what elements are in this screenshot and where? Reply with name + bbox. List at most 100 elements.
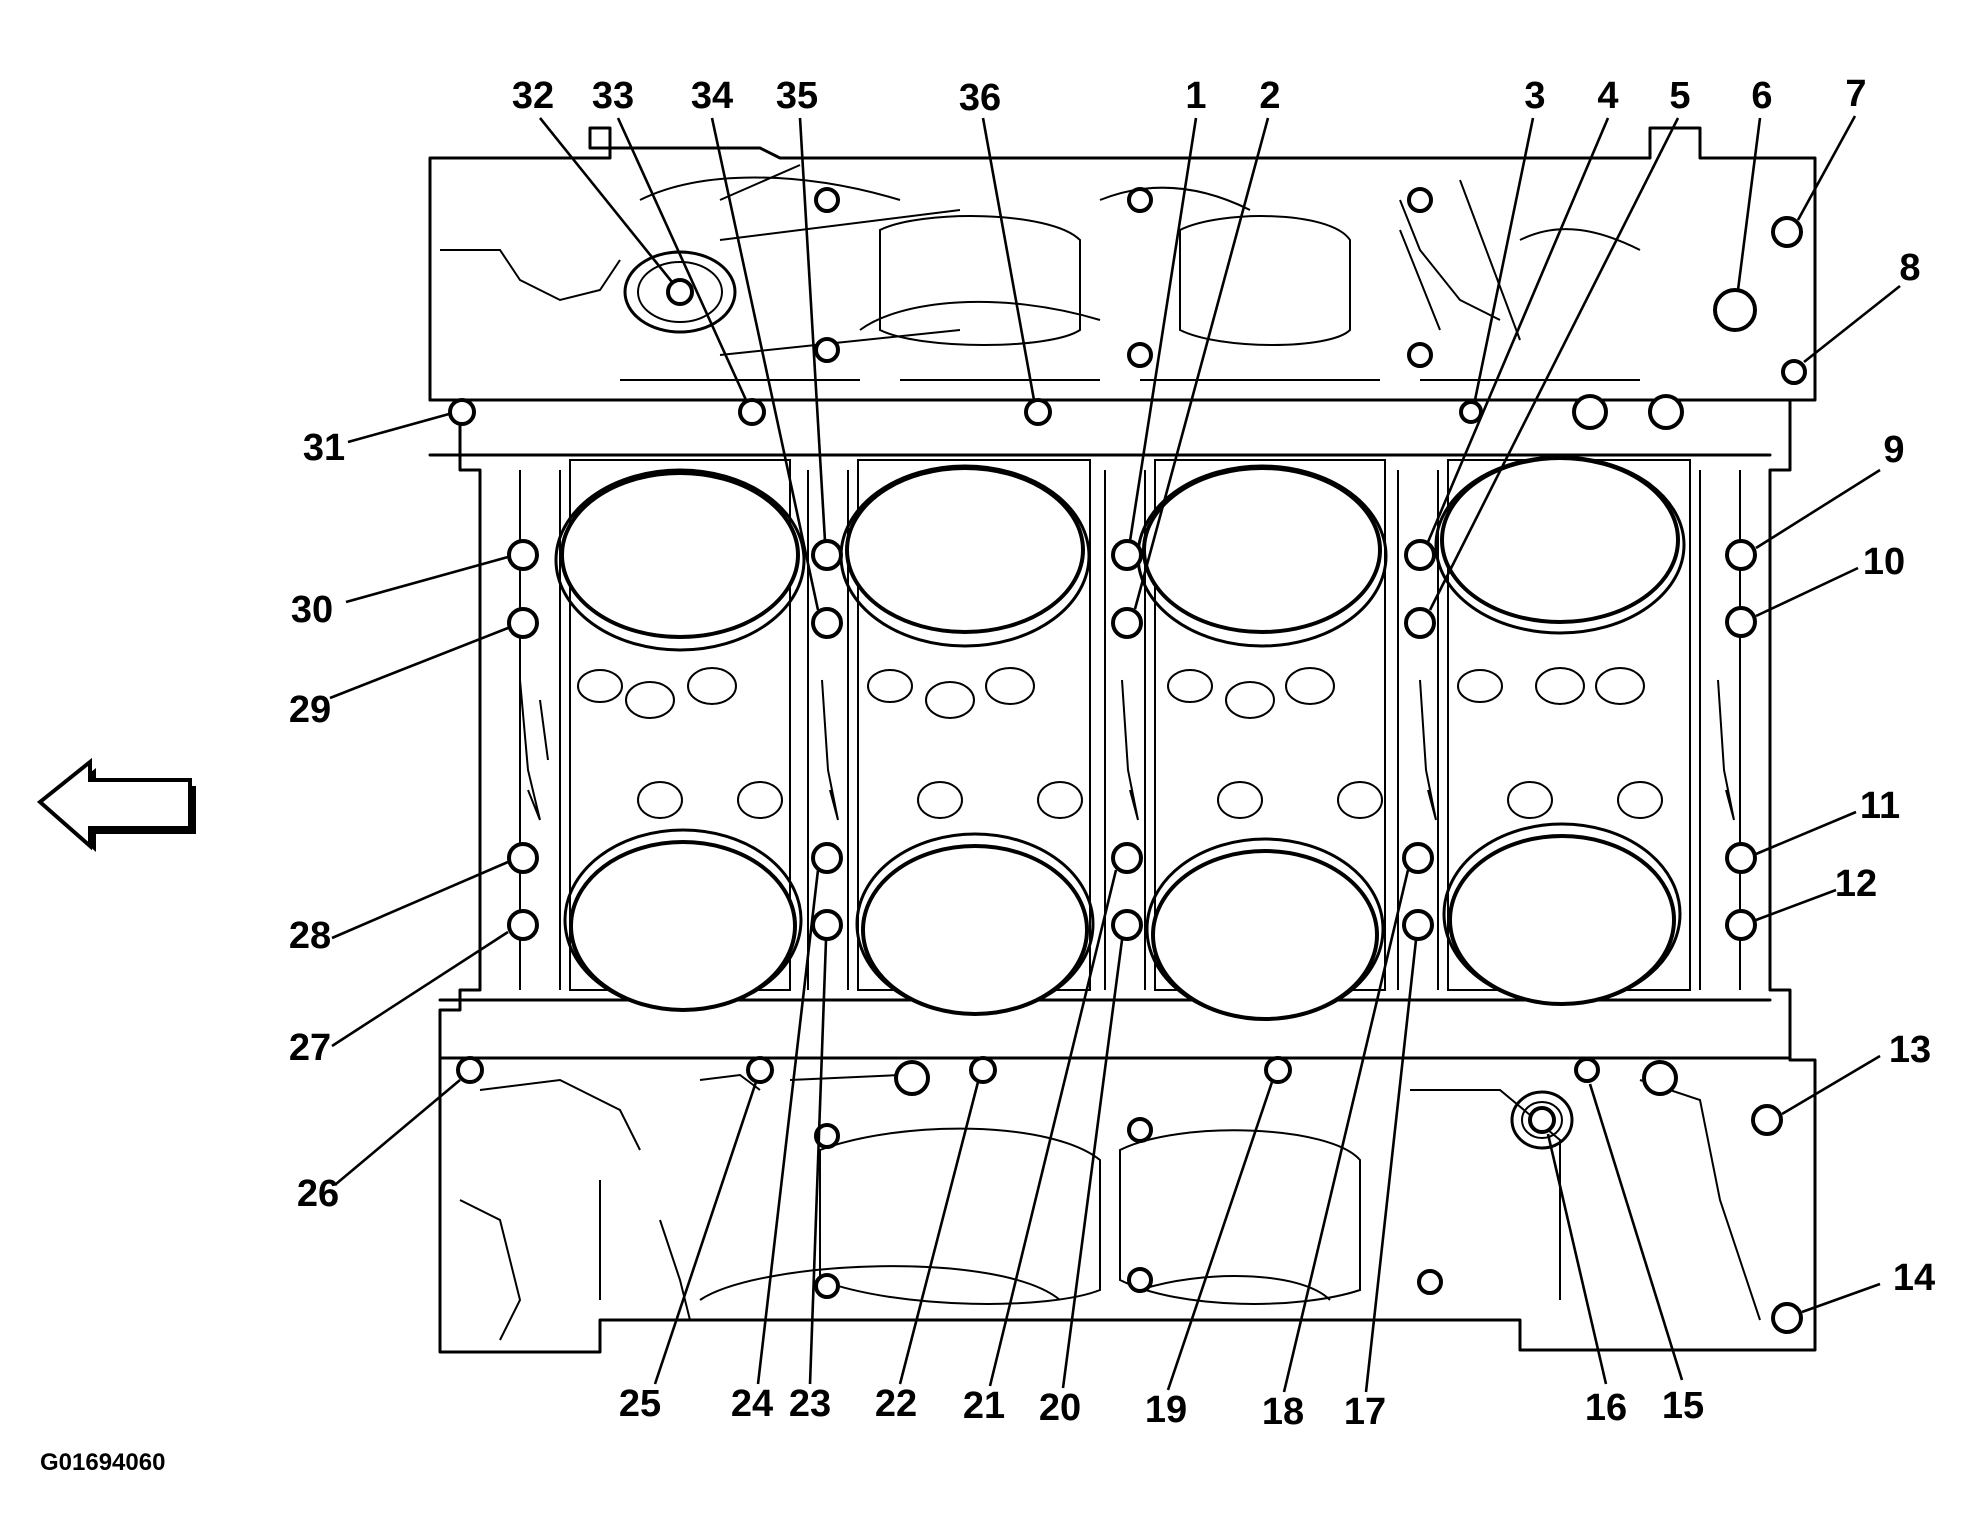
bolt-hole-10 [1725,606,1757,638]
bolt-hole-31 [448,398,476,426]
engine-block [428,126,1817,1354]
callout-36: 36 [959,77,1001,119]
leader-2 [1133,117,1270,610]
bolt-hole-16 [1528,1106,1556,1134]
bolt-hole-19 [1264,1056,1292,1084]
bolt-hole-35 [811,539,843,571]
leader-27 [331,930,509,1048]
callout-3: 3 [1524,75,1545,117]
bolt-hole-29 [507,607,539,639]
bolt-hole-8 [1781,359,1807,385]
bolt-hole-11 [1725,842,1757,874]
bolt-hole-24 [811,842,843,874]
cylinder-bore [1448,834,1676,1006]
web-slots [519,679,1735,821]
bolt-hole-7 [1771,216,1803,248]
callout-33: 33 [592,75,634,117]
callout-23: 23 [789,1383,831,1425]
bolt-hole-25 [746,1056,774,1084]
callout-7: 7 [1845,73,1866,115]
bolt-hole-14 [1771,1302,1803,1334]
callout-35: 35 [776,75,818,117]
callout-30: 30 [291,589,333,631]
bolt-hole-36 [1024,398,1052,426]
leader-17 [1364,939,1418,1393]
bolt-hole-33 [738,398,766,426]
bolt-hole-5 [1404,607,1436,639]
callout-14: 14 [1893,1257,1935,1299]
bolt-hole-34 [811,607,843,639]
bolt-hole-2 [1111,607,1143,639]
leader-29 [329,626,509,700]
cylinder-bore [560,471,800,639]
callout-2: 2 [1259,75,1280,117]
bolt-hole-3 [1459,400,1483,424]
callout-10: 10 [1863,541,1905,583]
leader-14 [1801,1282,1881,1314]
leader-34 [710,117,820,611]
callout-11: 11 [1860,785,1900,827]
bolt-hole-15 [1574,1057,1600,1083]
numbered-bolt-holes [448,216,1807,1334]
bolt-hole-22 [969,1056,997,1084]
unnumbered-holes [814,187,1684,1299]
leader-30 [345,555,509,604]
leader-21 [988,869,1118,1387]
bolt-hole-32 [666,278,694,306]
leader-11 [1755,810,1857,856]
leader-35 [798,117,827,542]
bolt-hole-9 [1725,539,1757,571]
bolt-hole-21 [1111,842,1143,874]
leader-25 [653,1081,758,1385]
leader-36 [981,117,1036,401]
bolt-hole-6 [1713,288,1757,332]
leader-19 [1166,1081,1274,1391]
leader-20 [1061,939,1124,1389]
leader-26 [335,1079,461,1185]
callout-9: 9 [1883,429,1904,471]
leader-18 [1282,869,1410,1393]
bolt-hole-23 [811,909,843,941]
leader-5 [1428,117,1680,611]
callout-32: 32 [512,75,554,117]
leader-4 [1426,117,1610,543]
arrow-left-icon [36,757,196,852]
callout-19: 19 [1145,1389,1187,1431]
leader-13 [1781,1054,1881,1116]
bolt-hole-30 [507,539,539,571]
leader-6 [1736,117,1762,291]
leader-28 [331,860,509,940]
callout-28: 28 [289,915,331,957]
cylinder-bore [1142,466,1382,634]
leader-8 [1803,284,1901,364]
callout-16: 16 [1585,1387,1627,1429]
cylinder-bores [554,455,1686,1021]
callout-18: 18 [1262,1391,1304,1433]
leader-16 [1546,1133,1608,1385]
leader-15 [1588,1083,1684,1381]
callout-15: 15 [1662,1385,1704,1427]
bolt-hole-12 [1725,909,1757,941]
bolt-hole-20 [1111,909,1143,941]
cylinder-bore [1151,849,1379,1021]
bolt-hole-13 [1751,1104,1783,1136]
callout-17: 17 [1344,1391,1386,1433]
cylinder-bore [861,844,1089,1016]
leader-12 [1755,888,1837,922]
leader-31 [347,412,450,444]
bolt-hole-18 [1402,842,1434,874]
callout-6: 6 [1751,75,1772,117]
leader-9 [1755,468,1881,550]
bolt-hole-17 [1402,909,1434,941]
cylinder-bore [845,466,1085,634]
leader-24 [756,869,820,1385]
callout-20: 20 [1039,1387,1081,1429]
leader-10 [1755,566,1859,618]
bolt-hole-27 [507,909,539,941]
callout-34: 34 [691,75,733,117]
callout-1: 1 [1185,75,1206,117]
coolant-passages [577,667,1663,819]
leader-22 [898,1081,980,1385]
cylinder-bore [1440,456,1680,624]
callout-22: 22 [875,1383,917,1425]
